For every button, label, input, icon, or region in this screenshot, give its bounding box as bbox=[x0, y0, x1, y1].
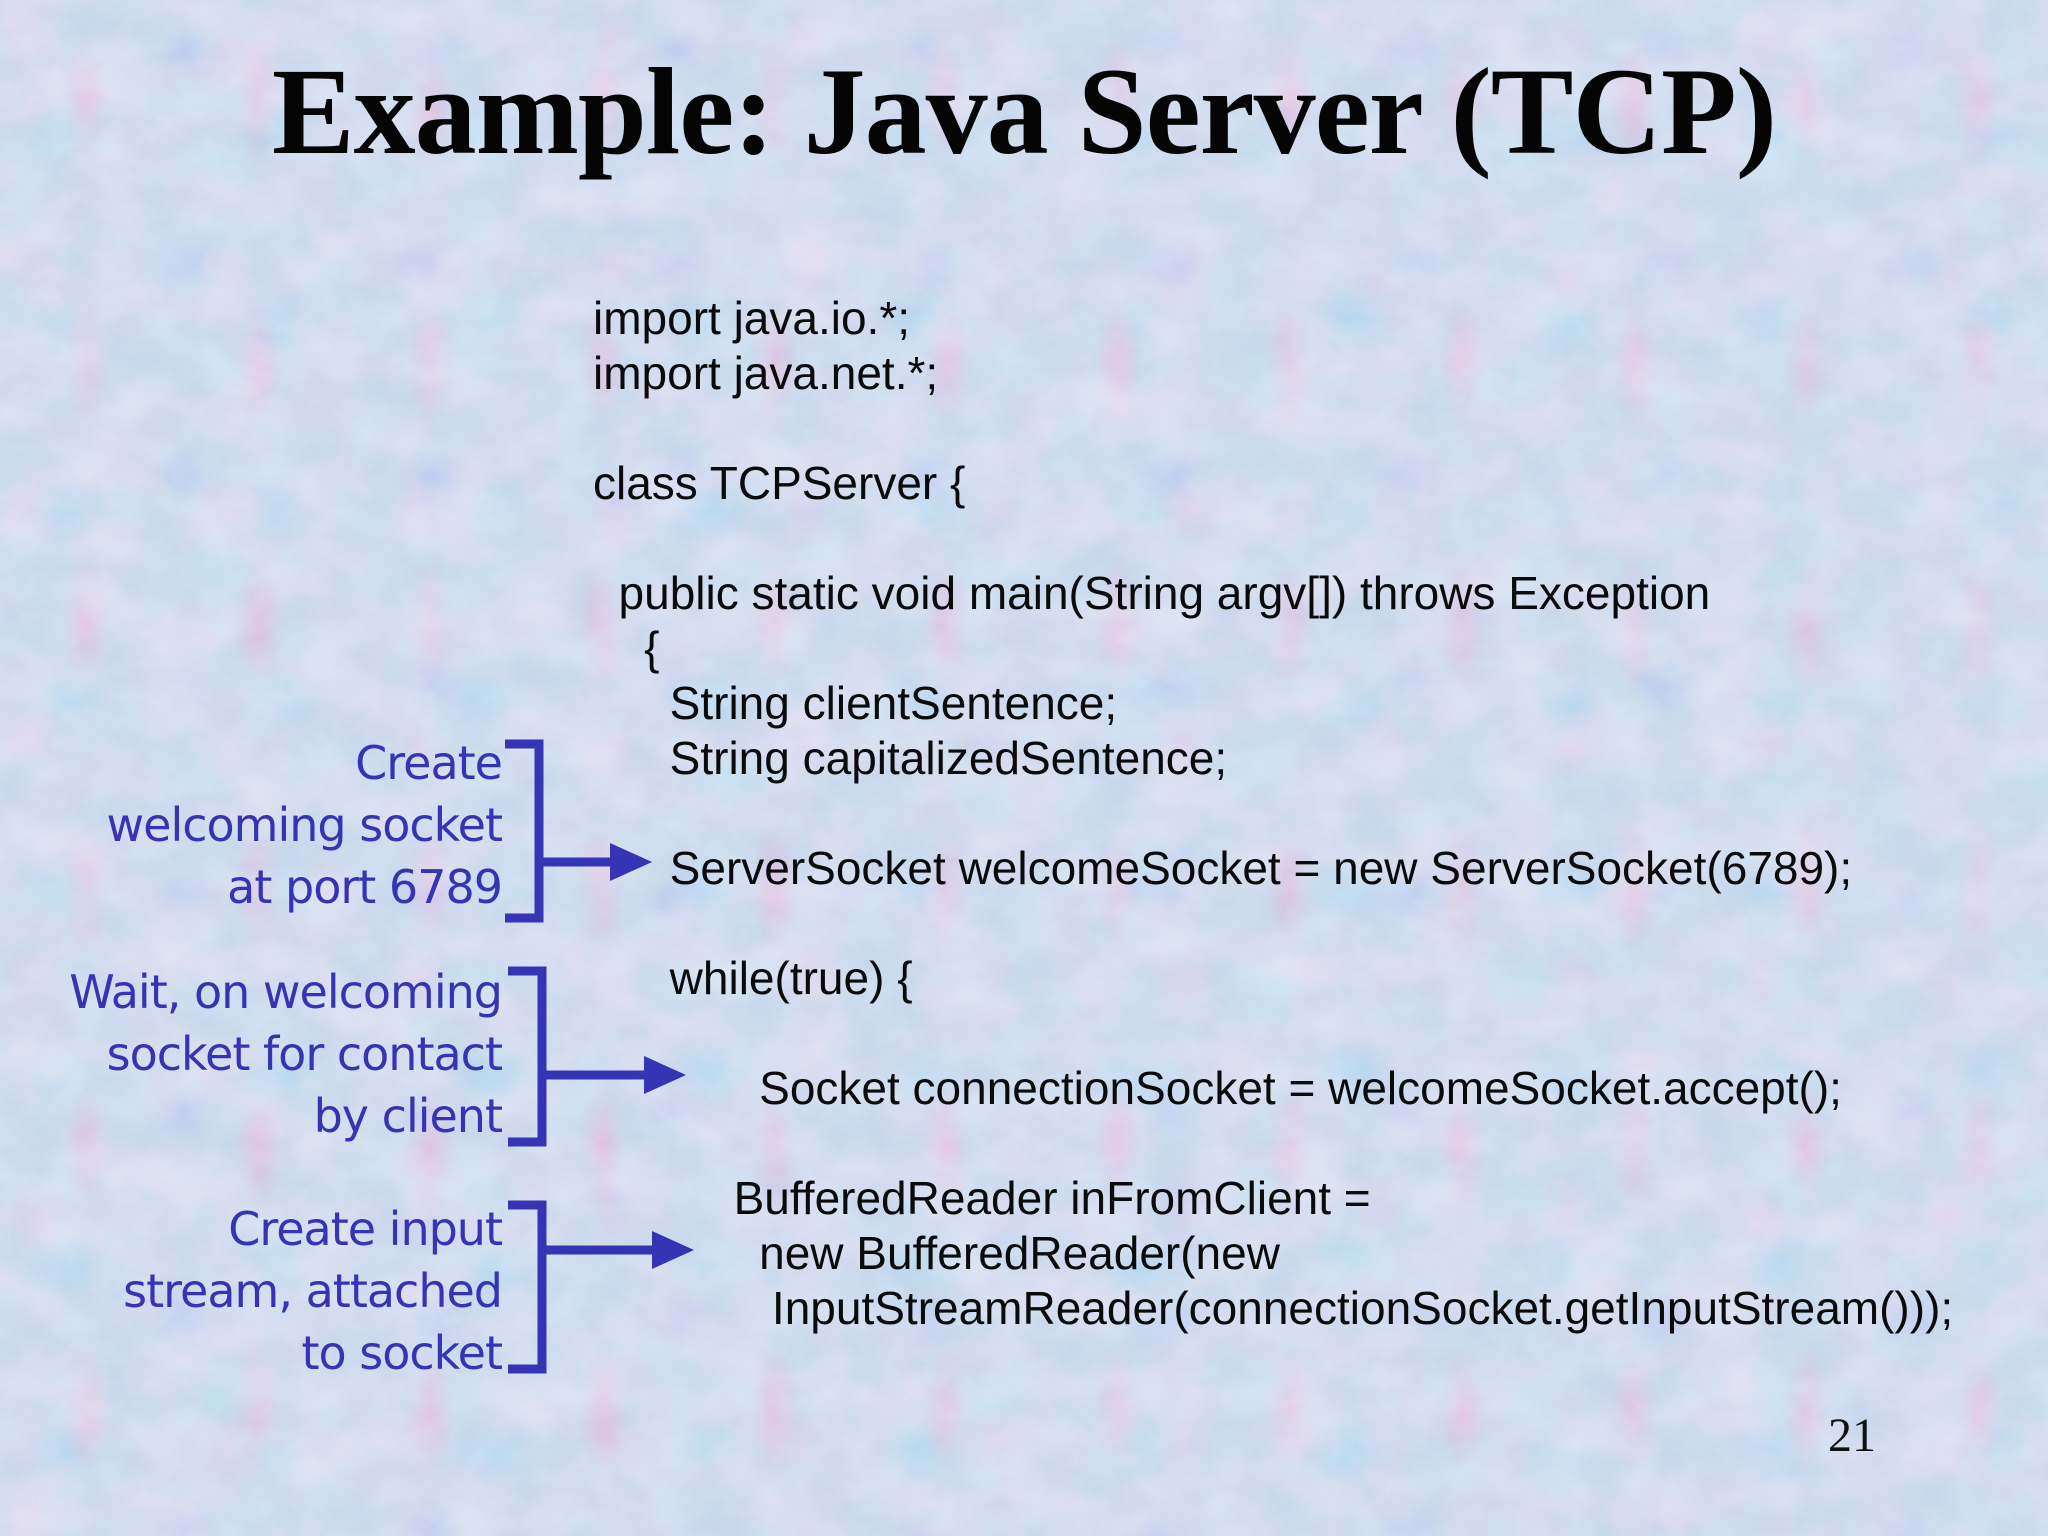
bracket-icon bbox=[505, 739, 544, 923]
slide-title: Example: Java Server (TCP) bbox=[271, 43, 1777, 180]
java-code-block: import java.io.*; import java.net.*; cla… bbox=[593, 292, 1954, 1334]
annotation-create-welcoming-socket: Create welcoming socket at port 6789 bbox=[106, 736, 503, 914]
bracket-icon bbox=[508, 1200, 547, 1374]
annotation-wait-for-contact: Wait, on welcoming socket for contact by… bbox=[69, 965, 503, 1143]
bracket-icon bbox=[508, 966, 547, 1147]
annotation-create-input-stream: Create input stream, attached to socket bbox=[123, 1202, 503, 1380]
page-number: 21 bbox=[1828, 1409, 1876, 1462]
